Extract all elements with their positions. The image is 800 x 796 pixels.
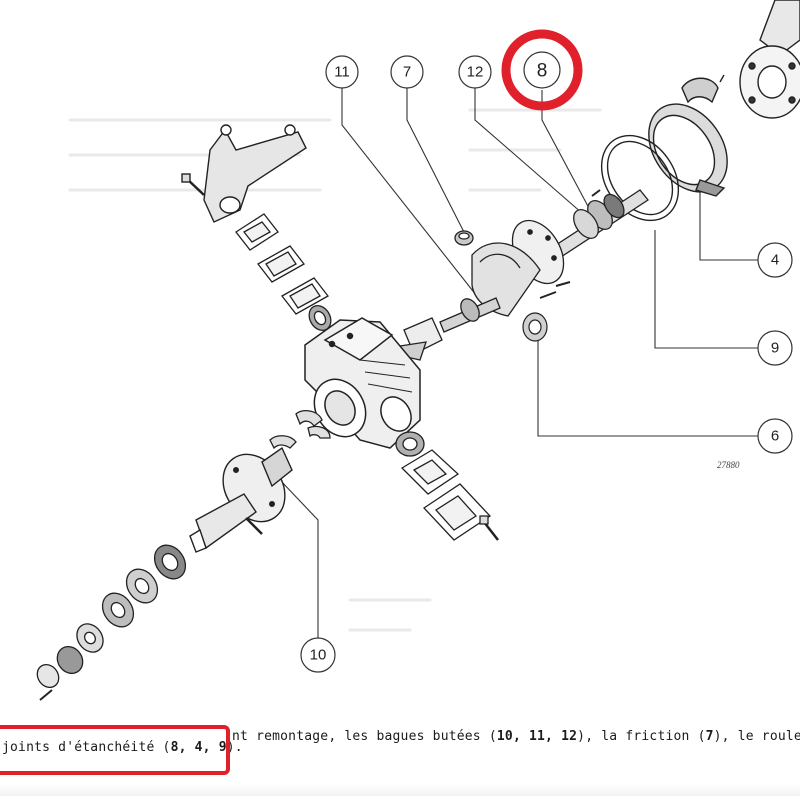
callout-8: 8	[501, 29, 583, 111]
svg-text:6: 6	[771, 428, 779, 445]
bevel-pinion-gear-6	[522, 312, 548, 342]
svg-text:11: 11	[334, 64, 350, 81]
callout-4: 4	[757, 242, 793, 278]
callout-6: 6	[757, 418, 793, 454]
pinion-flange-housing	[471, 219, 571, 317]
callout-9: 9	[757, 330, 793, 366]
bushing-11-shaft	[399, 297, 501, 361]
stub-axle-10	[189, 446, 293, 553]
friction-7	[454, 230, 474, 246]
bleed-through-texture	[68, 108, 602, 632]
callout-10: 10	[300, 637, 336, 673]
axle-housing-flange	[681, 0, 800, 119]
upper-gasket-stack	[235, 213, 329, 315]
page-edge	[0, 784, 800, 796]
svg-text:9: 9	[771, 340, 779, 357]
plate-number: 27880	[717, 460, 740, 470]
caption-highlight-box	[0, 725, 230, 775]
lower-gasket-stack	[395, 431, 499, 541]
caption-line-2: joints d'étanchéité (8, 4, 9).	[2, 740, 243, 755]
svg-text:10: 10	[310, 647, 327, 664]
hub-bearings-and-nuts	[36, 544, 187, 701]
caption-text: ).	[226, 740, 243, 755]
seal-ring-upper	[308, 305, 332, 331]
svg-text:4: 4	[771, 252, 779, 269]
caption-ref: 7	[705, 729, 714, 744]
split-rings	[269, 409, 331, 450]
callout-11: 11	[325, 55, 359, 89]
svg-text:12: 12	[467, 64, 484, 81]
caption-text: nt remontage, les bagues butées (	[232, 729, 497, 744]
callout-7: 7	[390, 55, 424, 89]
caption-text: ), la friction (	[577, 729, 706, 744]
caption-text: joints d'étanchéité (	[2, 740, 171, 755]
caption-ref: 10, 11, 12	[496, 729, 578, 744]
svg-text:7: 7	[403, 64, 411, 81]
main-gear-housing	[304, 317, 421, 449]
leader-lines	[279, 88, 758, 638]
caption-text: ), le roulem	[713, 729, 800, 744]
caption-ref: 8, 4, 9	[170, 740, 227, 755]
caption-line-1: nt remontage, les bagues butées (10, 11,…	[232, 729, 800, 744]
steering-arm-bracket	[181, 124, 307, 223]
svg-text:8: 8	[537, 61, 548, 82]
callout-12: 12	[458, 55, 492, 89]
